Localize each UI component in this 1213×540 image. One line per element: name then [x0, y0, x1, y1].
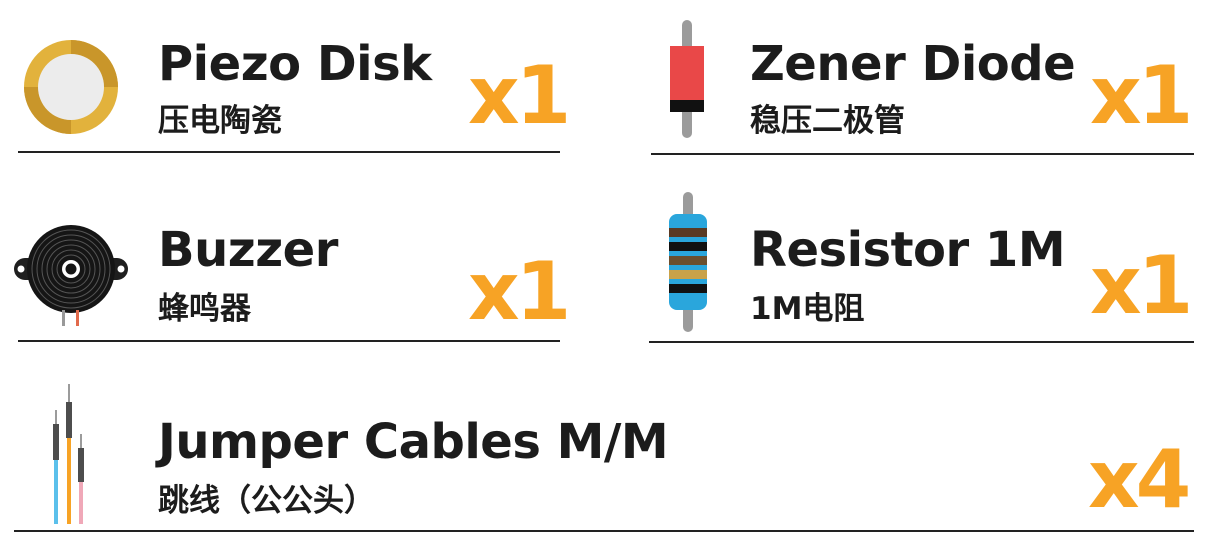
divider	[14, 530, 1194, 532]
item-name-cn: 1M电阻	[750, 291, 865, 327]
divider	[651, 153, 1194, 155]
item-name-cn: 压电陶瓷	[158, 103, 282, 139]
divider	[18, 340, 560, 342]
item-name: Buzzer	[158, 222, 338, 278]
item-quantity: x1	[1090, 239, 1193, 332]
divider	[18, 151, 560, 153]
zener-diode-icon	[670, 20, 704, 138]
item-name: Piezo Disk	[158, 36, 432, 92]
item-name: Resistor 1M	[750, 222, 1066, 278]
item-name-cn: 稳压二极管	[750, 103, 905, 139]
divider	[649, 341, 1194, 343]
buzzer-icon	[14, 225, 128, 326]
piezo-disk-icon	[24, 40, 118, 134]
item-quantity: x1	[468, 49, 571, 142]
item-quantity: x4	[1088, 433, 1191, 526]
item-name: Jumper Cables M/M	[158, 414, 669, 470]
jumper-cables-icon	[53, 384, 84, 524]
item-name-cn: 跳线（公公头）	[158, 483, 375, 519]
item-name-cn: 蜂鸣器	[158, 291, 251, 327]
resistor-icon	[669, 192, 707, 332]
item-name: Zener Diode	[750, 36, 1076, 92]
item-quantity: x1	[1090, 49, 1193, 142]
item-quantity: x1	[468, 245, 571, 338]
